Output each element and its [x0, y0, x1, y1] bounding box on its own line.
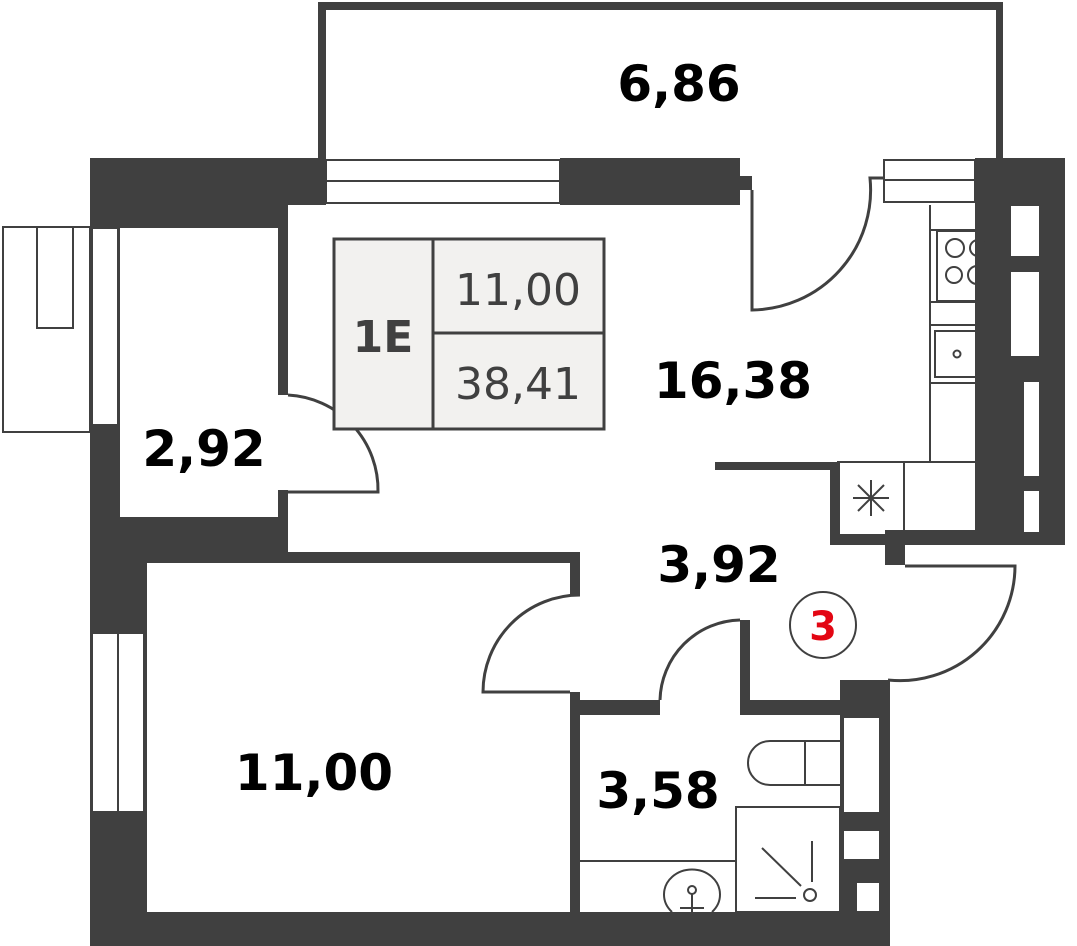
room-area-kitchen-living: 16,38	[654, 352, 812, 410]
toilet-icon	[747, 740, 840, 786]
washbasin-icon	[663, 868, 721, 913]
room-area-bathroom: 3,58	[596, 762, 719, 820]
apartment-number: 3	[809, 604, 837, 650]
apartment-type: 1E	[353, 312, 414, 363]
apartment-info-box: 1E 11,00 38,41	[332, 237, 606, 431]
room-area-hall: 3,92	[657, 536, 780, 594]
shower-icon	[735, 806, 841, 913]
apartment-number-badge: 3	[789, 591, 857, 659]
room-area-balcony: 6,86	[617, 55, 740, 113]
windows	[91, 159, 1041, 913]
side-balcony	[2, 226, 91, 433]
kitchen-fixtures	[837, 205, 998, 536]
stove-icon	[936, 230, 994, 302]
room-area-bedroom: 11,00	[235, 744, 393, 802]
living-area: 11,00	[455, 265, 581, 316]
room-area-storage: 2,92	[142, 420, 265, 478]
bathroom-fixtures	[580, 740, 841, 913]
ventilation-icon	[853, 480, 889, 516]
sink-icon	[929, 324, 988, 384]
total-area: 38,41	[455, 359, 581, 410]
